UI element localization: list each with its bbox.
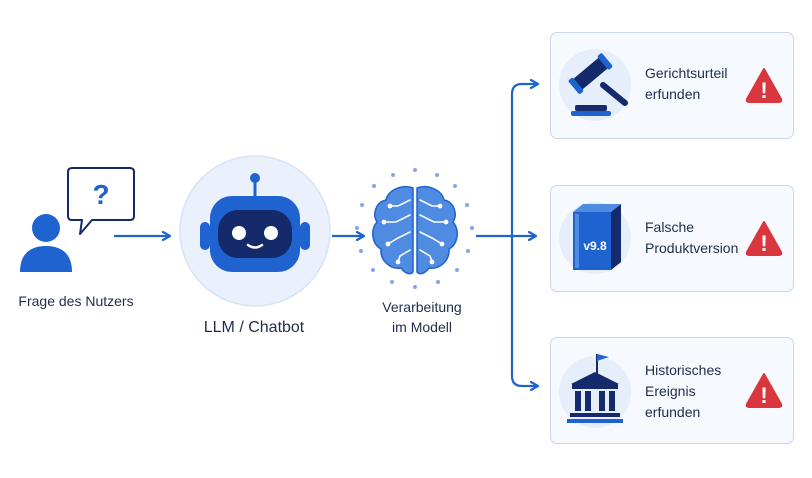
warning-glyph: !: [760, 383, 767, 408]
warning-icon: !: [745, 221, 783, 256]
arrow-to-output-1: [510, 84, 538, 236]
arrow-to-output-3: [510, 236, 538, 386]
llm-label: LLM / Chatbot: [203, 319, 305, 336]
processing-node: [355, 168, 474, 289]
output-line: Historisches: [645, 362, 722, 378]
user-person-icon: [20, 214, 72, 272]
robot-icon: [200, 173, 310, 272]
gavel-icon: [568, 53, 628, 116]
warning-glyph: !: [760, 231, 767, 256]
processing-label-line-1: Verarbeitung: [382, 299, 462, 315]
user-label: Frage des Nutzers: [18, 293, 134, 309]
box-version-text: v9.8: [583, 239, 607, 253]
question-mark: ?: [92, 179, 109, 210]
output-card-text: Gerichtsurteil erfunden: [645, 63, 745, 105]
output-line: erfunden: [645, 86, 701, 102]
output-line: Falsche: [645, 219, 695, 235]
llm-node: [179, 155, 331, 307]
dot-halo: [355, 168, 474, 289]
brain-icon: [372, 186, 458, 275]
museum-icon: [567, 354, 623, 423]
warning-glyph: !: [760, 78, 767, 103]
warning-icon: !: [745, 373, 783, 408]
output-line: Produktversion: [645, 240, 739, 256]
output-card-product-version: v9.8 ! Falsche Produktversion: [550, 185, 794, 292]
question-bubble-icon: ?: [67, 167, 135, 235]
output-line: Gerichtsurteil: [645, 65, 728, 81]
output-card-text: Falsche Produktversion: [645, 217, 745, 259]
warning-icon: !: [745, 68, 783, 103]
product-box-icon: v9.8: [573, 204, 621, 270]
output-card-court-ruling: ! Gerichtsurteil erfunden: [550, 32, 794, 139]
output-line: Ereignis: [645, 383, 696, 399]
branch-connector: [476, 84, 538, 386]
processing-label-line-2: im Modell: [392, 319, 452, 336]
output-line: erfunden: [645, 404, 701, 420]
output-card-historical-event: ! Historisches Ereignis erfunden: [550, 337, 794, 444]
processing-label: Verarbeitung im Modell: [352, 297, 492, 338]
output-card-text: Historisches Ereignis erfunden: [645, 360, 745, 423]
user-node: ?: [20, 167, 135, 272]
